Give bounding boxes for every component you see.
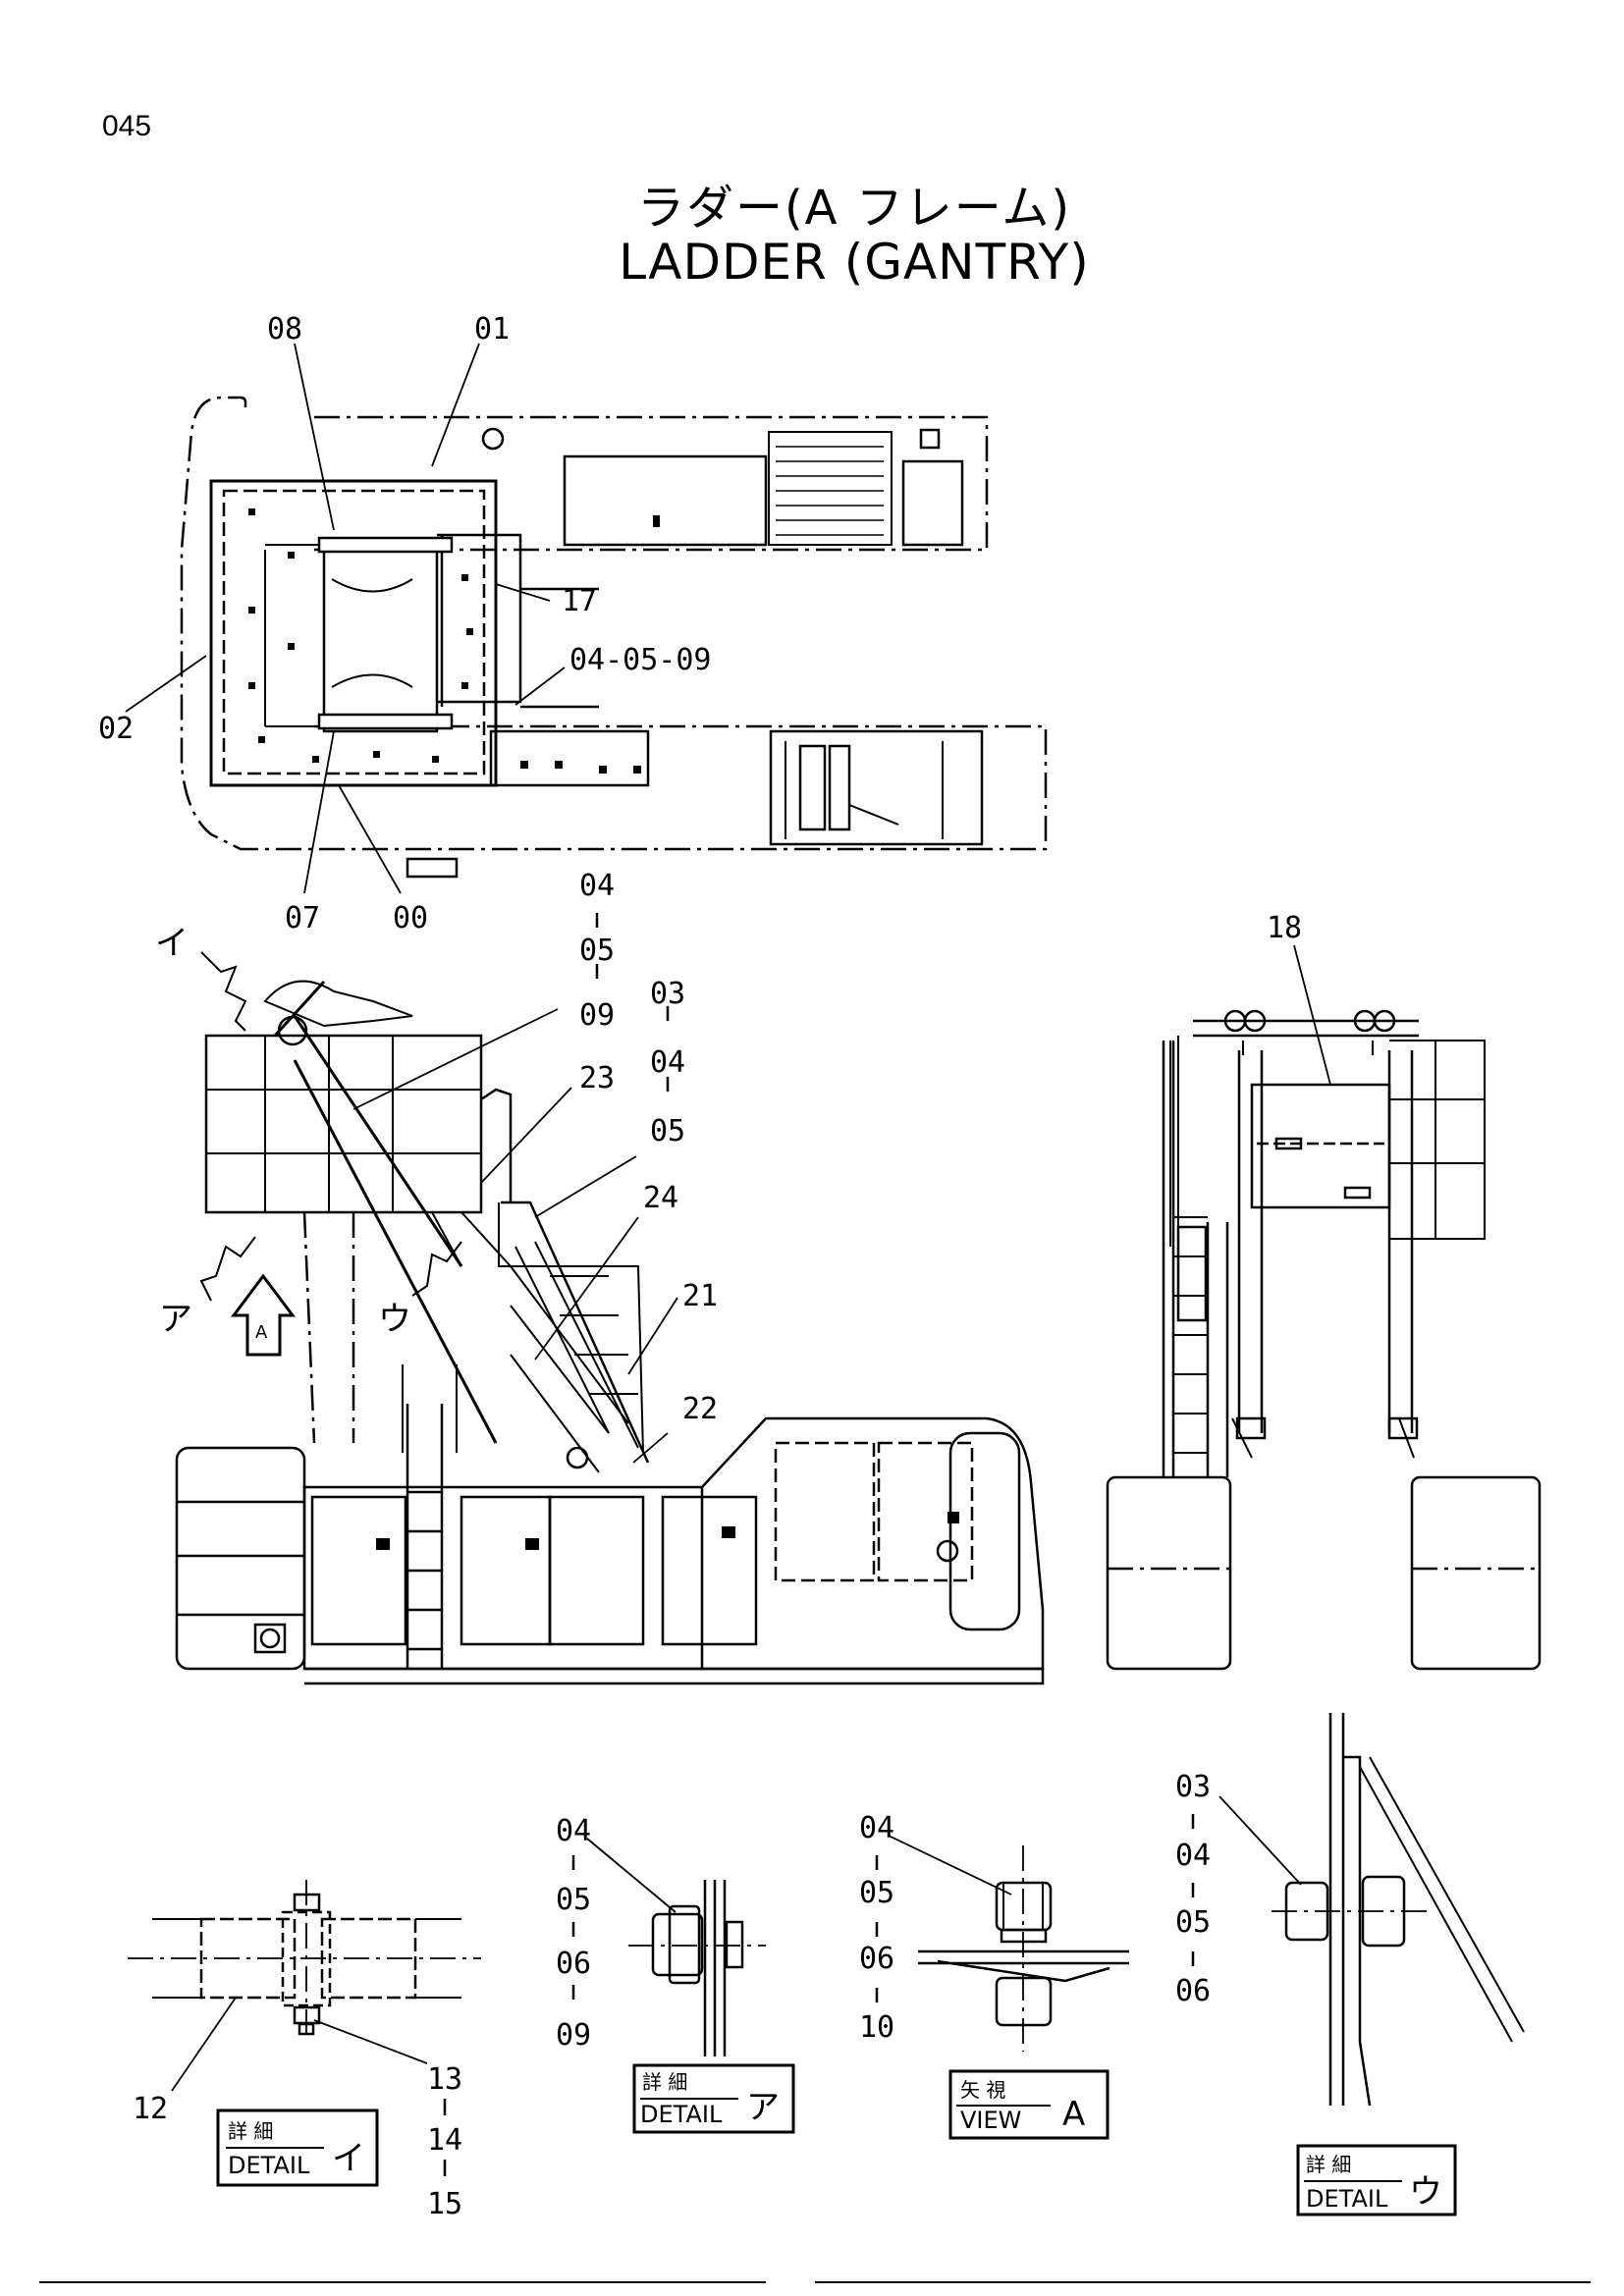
title-english: LADDER (GANTRY) bbox=[619, 234, 1090, 291]
callout-09: 09 bbox=[556, 2018, 591, 2053]
callout-04: 04 bbox=[579, 869, 615, 903]
detail-u-label-box: 詳 細 DETAIL ウ bbox=[1296, 2144, 1457, 2216]
view-a-callouts: 04 05 06 10 bbox=[859, 1811, 894, 2045]
view-a-kana: A bbox=[1062, 2095, 1085, 2134]
top-view-leaders bbox=[125, 343, 566, 894]
rear-view-leaders bbox=[1293, 944, 1331, 1086]
callout-06: 06 bbox=[1175, 1974, 1211, 2008]
detail-a-label-box: 詳 細 DETAIL ア bbox=[632, 2063, 795, 2134]
callout-22: 22 bbox=[682, 1392, 718, 1426]
callout-01: 01 bbox=[474, 312, 510, 347]
callout-08: 08 bbox=[267, 312, 302, 347]
view-a-en: VIEW bbox=[960, 2107, 1021, 2134]
callout-04: 04 bbox=[650, 1045, 685, 1080]
callout-05: 05 bbox=[556, 1883, 591, 1917]
callout-00: 00 bbox=[393, 901, 428, 935]
callout-06: 06 bbox=[556, 1947, 591, 1981]
callout-18: 18 bbox=[1267, 911, 1302, 945]
rear-view bbox=[1106, 1009, 1542, 1671]
detail-u-kana: ウ bbox=[1409, 2172, 1442, 2212]
view-arrow-label: A bbox=[255, 1322, 268, 1343]
callout-21: 21 bbox=[682, 1279, 718, 1313]
callout-04-05-09: 04-05-09 bbox=[569, 643, 712, 677]
detail-i-drawing bbox=[128, 1880, 481, 2176]
detail-a-jp: 詳 細 bbox=[642, 2070, 687, 2094]
callout-03: 03 bbox=[1175, 1770, 1211, 1804]
callout-17: 17 bbox=[562, 584, 597, 618]
callout-03: 03 bbox=[650, 977, 685, 1011]
detail-i-kana: イ bbox=[332, 2139, 365, 2178]
view-arrow-a: A bbox=[231, 1273, 296, 1357]
callout-13: 13 bbox=[427, 2062, 462, 2097]
detail-u-callouts: 03 04 05 06 bbox=[1175, 1770, 1211, 2008]
top-view-callouts: 08 01 17 04-05-09 02 07 00 bbox=[98, 312, 712, 935]
detail-a-en: DETAIL bbox=[640, 2101, 723, 2128]
callout-12: 12 bbox=[133, 2092, 168, 2126]
page-number: 045 bbox=[102, 110, 152, 142]
callout-24: 24 bbox=[643, 1181, 678, 1215]
title-japanese: ラダー(A フレーム) bbox=[636, 181, 1072, 236]
detail-i-callouts: 13 14 15 12 bbox=[133, 2062, 462, 2221]
callout-10: 10 bbox=[859, 2010, 894, 2045]
marker-a: ア bbox=[159, 1300, 192, 1339]
side-view bbox=[175, 980, 1045, 1685]
callout-05: 05 bbox=[650, 1114, 685, 1148]
callout-14: 14 bbox=[427, 2123, 462, 2158]
detail-u-drawing bbox=[1191, 1713, 1525, 2107]
detail-a-kana: ア bbox=[746, 2088, 780, 2127]
callout-04: 04 bbox=[859, 1811, 894, 1845]
callout-05: 05 bbox=[859, 1876, 894, 1910]
callout-04: 04 bbox=[1175, 1839, 1211, 1873]
callout-02: 02 bbox=[98, 712, 134, 746]
view-a-drawing bbox=[875, 1835, 1129, 2052]
callout-07: 07 bbox=[285, 901, 320, 935]
detail-u-jp: 詳 細 bbox=[1306, 2153, 1351, 2176]
side-view-callouts: 04 05 09 03 04 05 23 24 21 22 bbox=[579, 869, 718, 1426]
view-a-label-box: 矢 視 VIEW A bbox=[948, 2069, 1110, 2140]
callout-05: 05 bbox=[579, 934, 615, 968]
detail-a-callouts: 04 05 06 09 bbox=[556, 1814, 591, 2053]
marker-u: ウ bbox=[378, 1300, 411, 1339]
detail-markers: イ ア ウ bbox=[155, 924, 462, 1339]
side-view-fittings bbox=[376, 1512, 959, 1550]
callout-05: 05 bbox=[1175, 1905, 1211, 1940]
callout-06: 06 bbox=[859, 1942, 894, 1976]
detail-u-en: DETAIL bbox=[1306, 2185, 1388, 2213]
top-view-bolts bbox=[248, 508, 660, 774]
detail-i-en: DETAIL bbox=[228, 2152, 310, 2179]
detail-i-jp: 詳 細 bbox=[228, 2119, 273, 2143]
callout-23: 23 bbox=[579, 1061, 615, 1095]
marker-i: イ bbox=[155, 924, 189, 963]
callout-15: 15 bbox=[427, 2187, 462, 2221]
detail-a-drawing bbox=[571, 1838, 766, 2056]
view-a-jp: 矢 視 bbox=[960, 2078, 1005, 2102]
detail-i-label-box: 詳 細 DETAIL イ bbox=[216, 2109, 379, 2187]
top-view bbox=[180, 396, 1048, 879]
callout-04: 04 bbox=[556, 1814, 591, 1848]
side-view-leaders bbox=[352, 913, 678, 1464]
callout-09: 09 bbox=[579, 998, 615, 1033]
